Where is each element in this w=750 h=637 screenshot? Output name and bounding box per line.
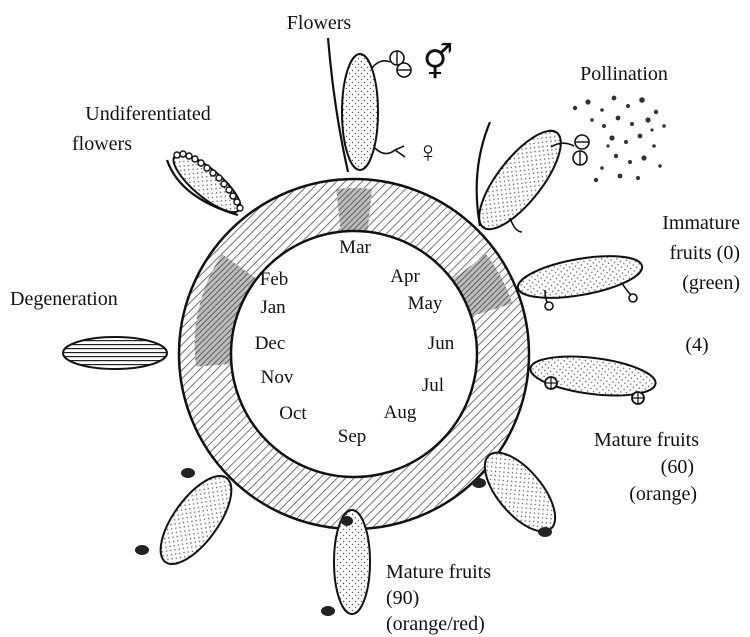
female-symbol: ♀ xyxy=(417,136,440,169)
label-flowers: Flowers xyxy=(287,12,352,34)
fruit-dark-5 xyxy=(181,468,195,478)
label-count-4: (4) xyxy=(685,334,708,356)
label-pollination: Pollination xyxy=(580,63,668,85)
label-mature60-1: Mature fruits xyxy=(594,429,699,451)
flowers-illustration: ⚥ ♀ xyxy=(328,38,453,172)
fruit-dark-4 xyxy=(321,606,335,616)
label-mature90-3: (orange/red) xyxy=(386,613,485,635)
month-sep: Sep xyxy=(338,426,367,447)
month-jul: Jul xyxy=(422,375,444,396)
label-undifferentiated-1: Undiferentiated xyxy=(85,103,211,125)
fruit-dark-6 xyxy=(135,545,149,555)
month-feb: Feb xyxy=(260,269,289,290)
month-aug: Aug xyxy=(384,402,417,423)
label-mature90-2: (90) xyxy=(386,587,419,609)
fruit-dark-2 xyxy=(538,527,552,537)
undifferentiated-flowers-illustration xyxy=(166,145,248,220)
label-degeneration: Degeneration xyxy=(10,288,118,310)
label-immature-2: fruits (0) xyxy=(669,242,740,264)
immature-fruit-2 xyxy=(629,294,637,302)
label-undifferentiated-2: flowers xyxy=(72,133,132,155)
month-mar: Mar xyxy=(339,237,371,258)
label-mature90-1: Mature fruits xyxy=(386,561,491,583)
immature-fruit-1 xyxy=(545,302,553,310)
month-may: May xyxy=(408,293,443,314)
immature-fruits-illustration xyxy=(515,248,645,310)
month-jun: Jun xyxy=(428,333,455,354)
label-immature-1: Immature xyxy=(662,212,740,234)
label-mature60-3: (orange) xyxy=(629,483,697,505)
phenology-ring xyxy=(179,179,529,529)
flower-pistil-female xyxy=(375,146,405,157)
month-apr: Apr xyxy=(390,266,420,287)
mature-fruits-60-illustration xyxy=(528,350,657,404)
month-oct: Oct xyxy=(279,403,307,424)
label-mature60-2: (60) xyxy=(661,456,694,478)
month-dec: Dec xyxy=(255,333,286,354)
pollination-illustration xyxy=(466,96,666,241)
fruit-dark-3 xyxy=(341,516,353,526)
month-nov: Nov xyxy=(261,367,294,388)
month-jan: Jan xyxy=(260,297,286,318)
october-fruits-illustration xyxy=(135,465,244,575)
fruit-dark-1 xyxy=(472,478,486,488)
male-female-symbol: ⚥ xyxy=(423,42,454,82)
degeneration-illustration xyxy=(63,337,167,369)
label-immature-3: (green) xyxy=(682,272,740,294)
